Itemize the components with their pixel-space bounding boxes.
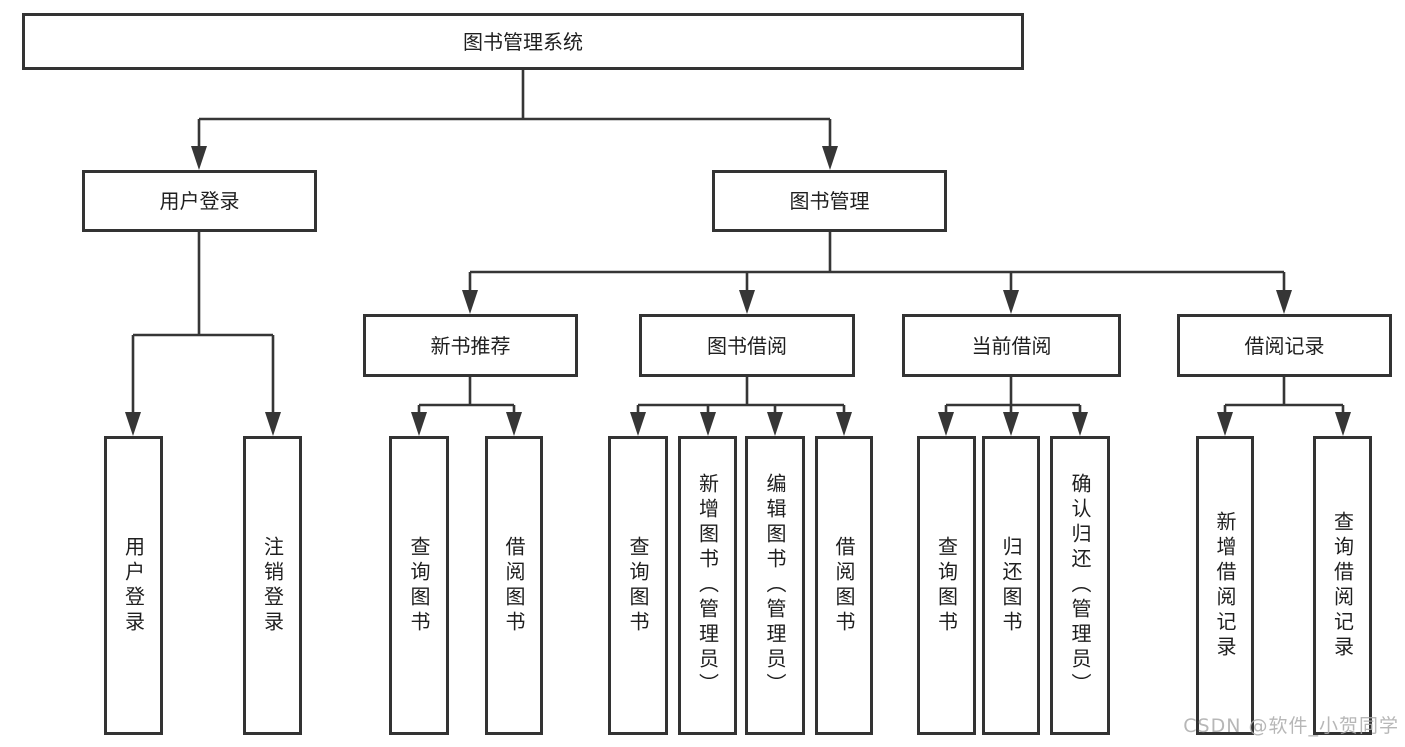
leaf-confirm-return-admin-label: 确认归还（管理员） <box>1068 473 1092 698</box>
leaf-query-book-1-label: 查询图书 <box>407 535 431 636</box>
node-borrow-record-label: 借阅记录 <box>1244 333 1325 358</box>
leaf-query-book-1: 查询图书 <box>389 436 449 735</box>
leaf-borrow-book-2-label: 借阅图书 <box>832 535 856 636</box>
node-book-management-label: 图书管理 <box>789 189 870 213</box>
leaf-confirm-return-admin: 确认归还（管理员） <box>1050 436 1110 735</box>
leaf-logout: 注销登录 <box>243 436 302 735</box>
node-root-label: 图书管理系统 <box>463 29 583 54</box>
leaf-return-book: 归还图书 <box>982 436 1040 735</box>
node-book-management: 图书管理 <box>712 170 947 232</box>
watermark: CSDN @软件_小贺同学 <box>1183 715 1399 737</box>
node-new-book-recommend-label: 新书推荐 <box>430 333 511 358</box>
node-book-borrow: 图书借阅 <box>639 314 855 377</box>
leaf-borrow-book-1-label: 借阅图书 <box>502 535 526 636</box>
leaf-add-borrow-record-label: 新增借阅记录 <box>1213 510 1237 661</box>
node-current-borrow: 当前借阅 <box>902 314 1121 377</box>
node-borrow-record: 借阅记录 <box>1177 314 1392 377</box>
leaf-add-book-admin: 新增图书（管理员） <box>678 436 737 735</box>
node-root: 图书管理系统 <box>22 13 1024 70</box>
leaf-query-book-2-label: 查询图书 <box>626 535 650 636</box>
node-book-borrow-label: 图书借阅 <box>707 333 787 358</box>
leaf-edit-book-admin-label: 编辑图书（管理员） <box>763 473 787 698</box>
node-new-book-recommend: 新书推荐 <box>363 314 578 377</box>
leaf-query-borrow-record-label: 查询借阅记录 <box>1330 510 1355 661</box>
leaf-add-book-admin-label: 新增图书（管理员） <box>695 473 720 698</box>
leaf-query-book-3-label: 查询图书 <box>934 535 959 636</box>
leaf-edit-book-admin: 编辑图书（管理员） <box>745 436 805 735</box>
arrowhead-group <box>125 146 1351 436</box>
leaf-add-borrow-record: 新增借阅记录 <box>1196 436 1254 735</box>
leaf-borrow-book-2: 借阅图书 <box>815 436 873 735</box>
node-current-borrow-label: 当前借阅 <box>971 333 1052 358</box>
node-user-login-label: 用户登录 <box>159 189 240 213</box>
node-user-login: 用户登录 <box>82 170 317 232</box>
leaf-borrow-book-1: 借阅图书 <box>485 436 543 735</box>
leaf-user-login-label: 用户登录 <box>121 535 146 636</box>
leaf-return-book-label: 归还图书 <box>999 535 1023 636</box>
leaf-user-login: 用户登录 <box>104 436 163 735</box>
leaf-query-borrow-record: 查询借阅记录 <box>1313 436 1372 735</box>
leaf-query-book-3: 查询图书 <box>917 436 976 735</box>
leaf-query-book-2: 查询图书 <box>608 436 668 735</box>
leaf-logout-label: 注销登录 <box>260 535 285 636</box>
